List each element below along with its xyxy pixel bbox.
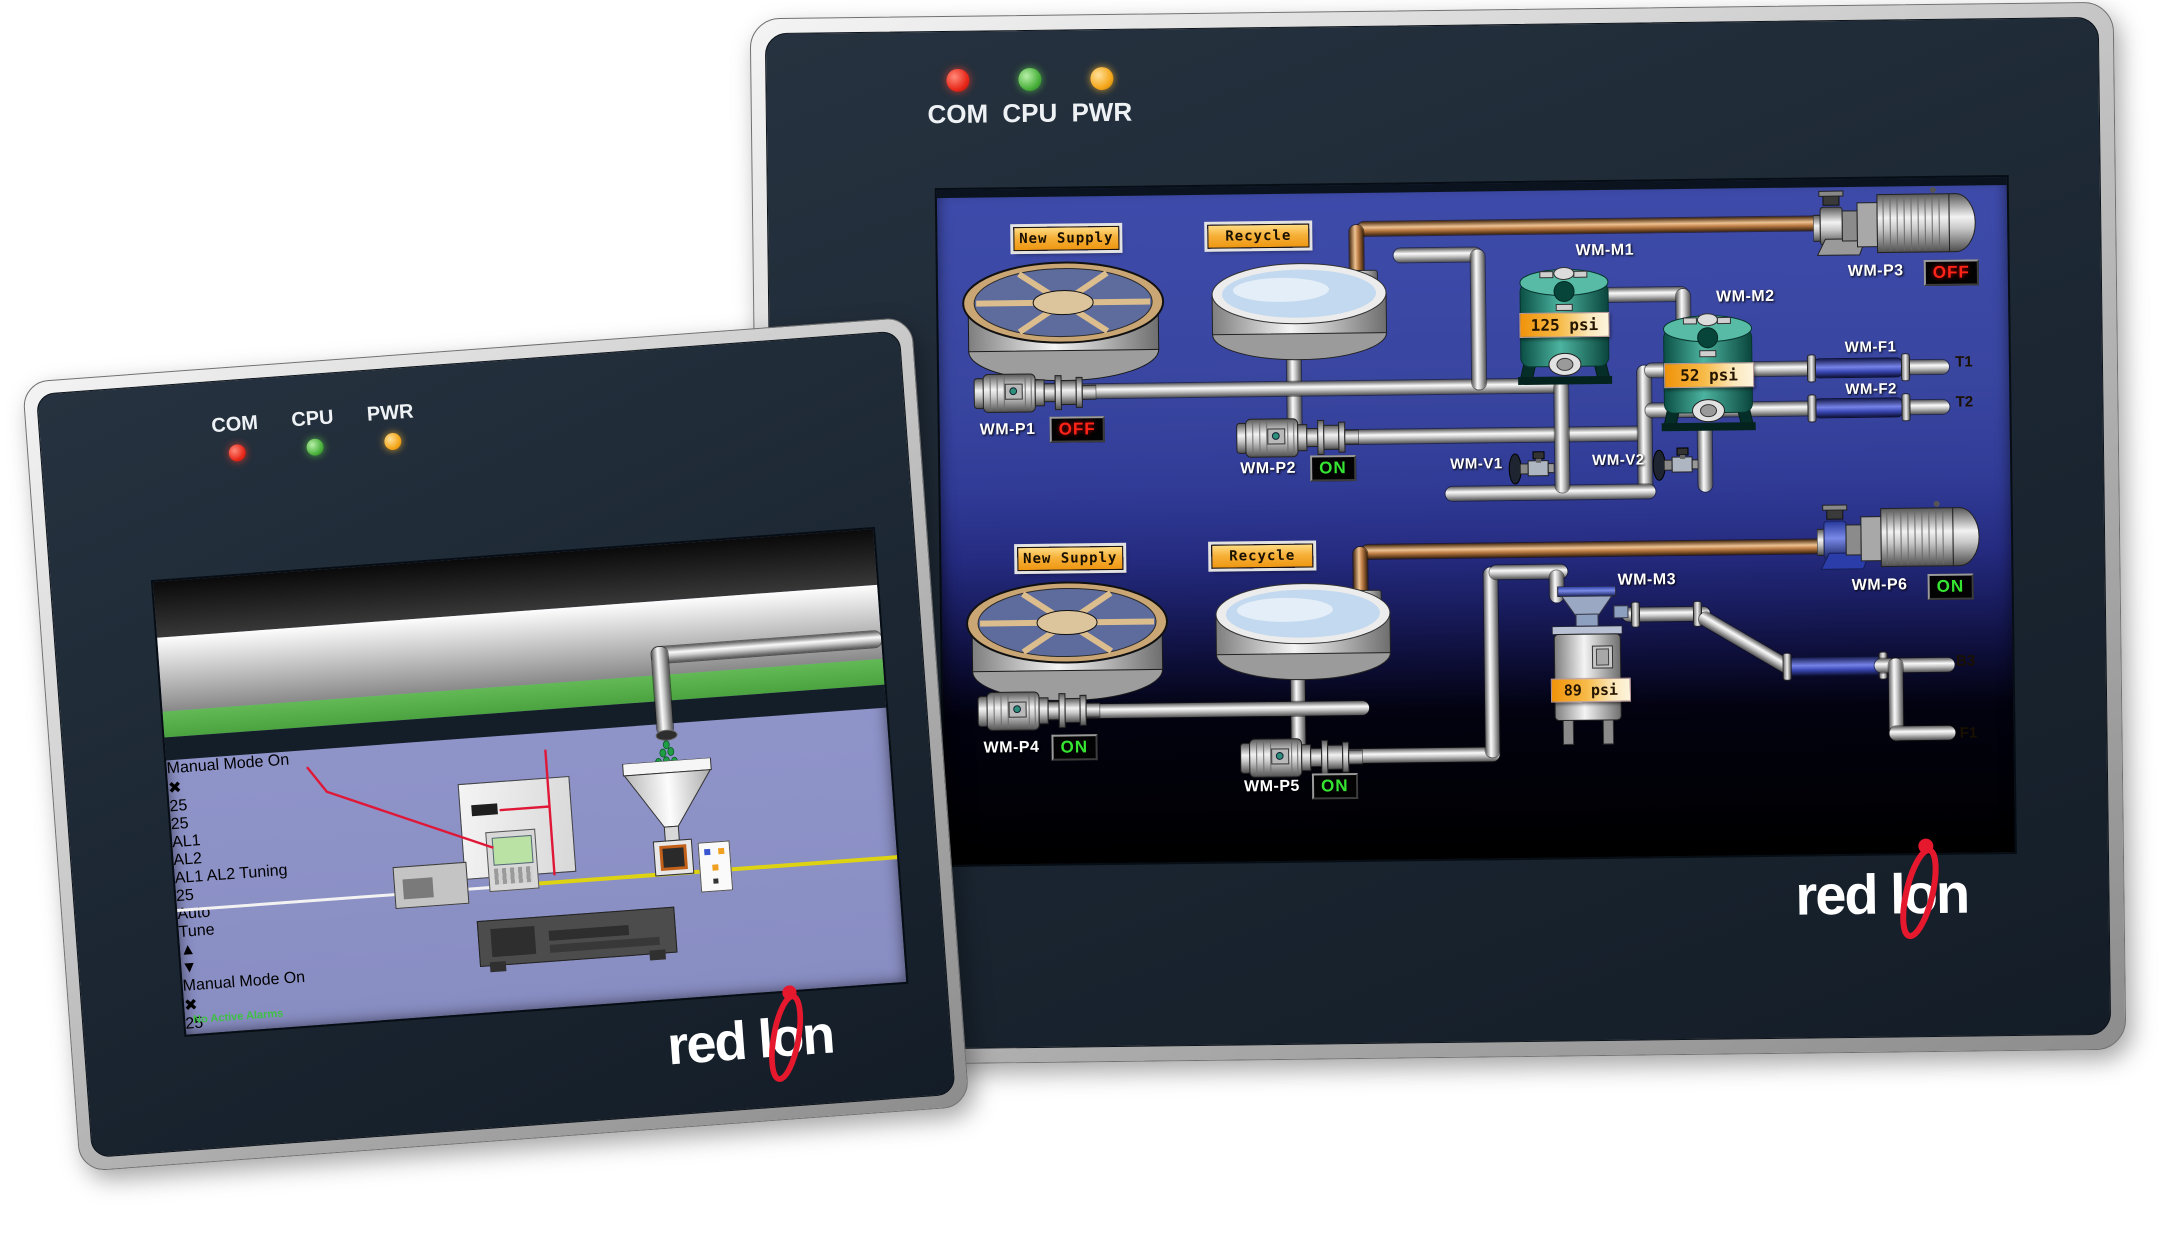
- pwr-led-icon: [1089, 66, 1114, 91]
- valve-wm-v1-icon[interactable]: [1506, 447, 1555, 488]
- pump-state-wm-p3[interactable]: OFF: [1923, 259, 1980, 287]
- tank-wm-m1-icon: [1518, 266, 1613, 386]
- com-led-label: COM: [210, 411, 259, 438]
- pump-label-wm-p4: WM-P4: [983, 738, 1040, 757]
- com-led-icon: [227, 443, 246, 463]
- pump-label-wm-p5: WM-P5: [1243, 777, 1301, 796]
- copper-pipe: [1361, 539, 1824, 559]
- pwr-led-label: PWR: [366, 400, 415, 426]
- pump-state-wm-p2[interactable]: ON: [1310, 455, 1356, 482]
- lion-swoosh-icon: [1900, 838, 1939, 940]
- pump-label-wm-p3: WM-P3: [1847, 262, 1904, 280]
- hmi-panel-right: COM CPU PWR: [749, 1, 2127, 1067]
- hmi-panel-left: COM CPU PWR No Active Alarms: [22, 316, 970, 1172]
- copper-pipe: [1357, 216, 1826, 236]
- led-cluster-right: COM CPU PWR: [921, 66, 1138, 131]
- new-supply-label-2: New Supply: [1017, 545, 1124, 572]
- extruder-screen[interactable]: No Active Alarms: [150, 526, 909, 1037]
- cpu-led-icon: [305, 438, 324, 457]
- com-led-icon: [945, 68, 970, 92]
- recycle-tank-icon: [1215, 583, 1391, 681]
- pump-label-wm-p2: WM-P2: [1240, 459, 1297, 478]
- flow-label-wm-f2: WM-F2: [1845, 380, 1898, 399]
- pump-wm-p2-icon: [1236, 418, 1360, 458]
- pwr-led-icon: [383, 432, 402, 451]
- recycle-label-1: Recycle: [1207, 223, 1310, 249]
- pipe: [1483, 567, 1500, 758]
- new-supply-label-1: New Supply: [1013, 225, 1120, 252]
- pipe: [1554, 380, 1570, 493]
- hopper-funnel-icon: [622, 757, 712, 877]
- valve-wm-v2-icon[interactable]: [1650, 443, 1699, 484]
- pressure-wm-m3: 89 psi: [1550, 677, 1632, 703]
- tag-f1[interactable]: F1: [1959, 724, 1978, 742]
- pump-label-wm-p1: WM-P1: [979, 420, 1036, 439]
- scada-screen[interactable]: New Supply Recycle: [934, 175, 2017, 868]
- flow-section: [1790, 656, 1883, 676]
- flange: [1783, 653, 1791, 680]
- flange: [1808, 395, 1816, 422]
- valve-label-wm-v2: WM-V2: [1592, 451, 1645, 470]
- flange: [1901, 354, 1910, 381]
- pump-state-wm-p5[interactable]: ON: [1311, 773, 1358, 800]
- pipe: [1393, 247, 1482, 263]
- pump-wm-p5-icon: [1240, 738, 1364, 778]
- cpu-led-label: CPU: [1002, 97, 1058, 129]
- recycle-label-2: Recycle: [1211, 543, 1314, 569]
- tag-t1[interactable]: T1: [1955, 353, 1973, 371]
- annotation-lines: [306, 749, 556, 876]
- pump-wm-p1-icon: [973, 373, 1097, 413]
- logo-text: red l: [1795, 862, 1905, 927]
- pressure-wm-m2: 52 psi: [1663, 362, 1755, 389]
- com-led-label: COM: [927, 98, 989, 130]
- flow-label-wm-f1: WM-F1: [1844, 338, 1897, 357]
- pwr-led-label: PWR: [1071, 96, 1133, 128]
- pump-wm-p6-icon: [1816, 500, 1980, 570]
- logo-text: red l: [665, 1008, 774, 1077]
- tag-t2[interactable]: T2: [1955, 393, 1974, 411]
- tank-wm-m3-icon: [1551, 585, 1629, 745]
- flow-meter-wm-f2: [1815, 398, 1902, 418]
- pipe: [1470, 249, 1487, 390]
- lion-swoosh-icon: [769, 985, 804, 1082]
- flange: [1807, 355, 1816, 382]
- pump-wm-p4-icon: [977, 691, 1101, 731]
- clarifier-tank-icon: [962, 261, 1165, 382]
- pump-wm-p3-icon: [1812, 186, 1976, 256]
- cpu-led-icon: [1017, 67, 1042, 92]
- pressure-wm-m1: 125 psi: [1519, 311, 1610, 338]
- pipe: [1874, 657, 1955, 673]
- pipe: [1889, 725, 1956, 741]
- pipe: [1445, 484, 1656, 501]
- flow-meter-wm-f1: [1814, 358, 1902, 378]
- pump-state-wm-p6[interactable]: ON: [1927, 573, 1974, 601]
- flange: [1902, 394, 1910, 421]
- tag-b3[interactable]: B3: [1955, 652, 1976, 670]
- pump-state-wm-p4[interactable]: ON: [1051, 734, 1098, 761]
- pump-label-wm-p6: WM-P6: [1851, 576, 1908, 594]
- clarifier-tank-icon: [966, 581, 1169, 702]
- pump-state-wm-p1[interactable]: OFF: [1049, 416, 1105, 443]
- cpu-led-label: CPU: [290, 406, 335, 432]
- recycle-tank-icon: [1211, 263, 1388, 361]
- valve-label-wm-v1: WM-V1: [1450, 455, 1503, 473]
